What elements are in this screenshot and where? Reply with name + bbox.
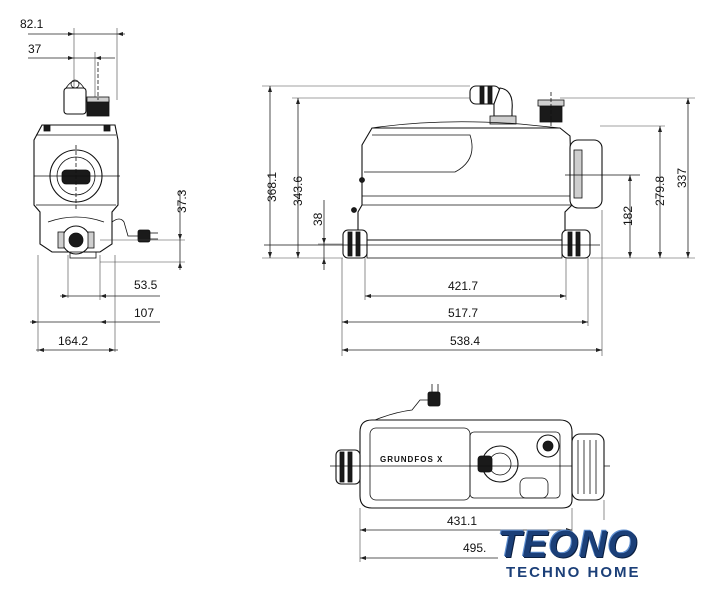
dim-164-2-label: 164.2 bbox=[58, 334, 88, 348]
dim-107-label: 107 bbox=[134, 306, 154, 320]
dim-279-8-label: 279.8 bbox=[653, 176, 667, 206]
dim-337-label: 337 bbox=[675, 168, 689, 188]
dim-421-7-label: 421.7 bbox=[448, 279, 478, 293]
logo-wordmark: TEONO bbox=[498, 524, 639, 566]
dim-495-label: 495. bbox=[463, 541, 486, 555]
dim-538-4-label: 538.4 bbox=[450, 334, 480, 348]
brand-label: GRUNDFOS X bbox=[380, 455, 443, 464]
dim-37-label: 37 bbox=[28, 42, 42, 56]
dim-368-1-label: 368.1 bbox=[265, 172, 279, 202]
dim-343-6-label: 343.6 bbox=[291, 176, 305, 206]
dim-53-5-label: 53.5 bbox=[134, 278, 158, 292]
dim-37-3-label: 37.3 bbox=[175, 189, 189, 213]
dim-517-7-label: 517.7 bbox=[448, 306, 478, 320]
teono-logo: TEONO TECHNO HOME bbox=[496, 524, 672, 584]
front-view: 368.1 343.6 38 337 279.8 182 bbox=[262, 85, 695, 356]
logo-tagline: TECHNO HOME bbox=[506, 564, 641, 581]
top-view: GRUNDFOS X 431.1 495. bbox=[330, 384, 610, 562]
side-view: 82.1 37 bbox=[20, 17, 189, 352]
dim-38-label: 38 bbox=[311, 212, 325, 226]
dim-182-label: 182 bbox=[621, 206, 635, 226]
dim-431-1-label: 431.1 bbox=[447, 514, 477, 528]
dim-82-1-label: 82.1 bbox=[20, 17, 44, 31]
